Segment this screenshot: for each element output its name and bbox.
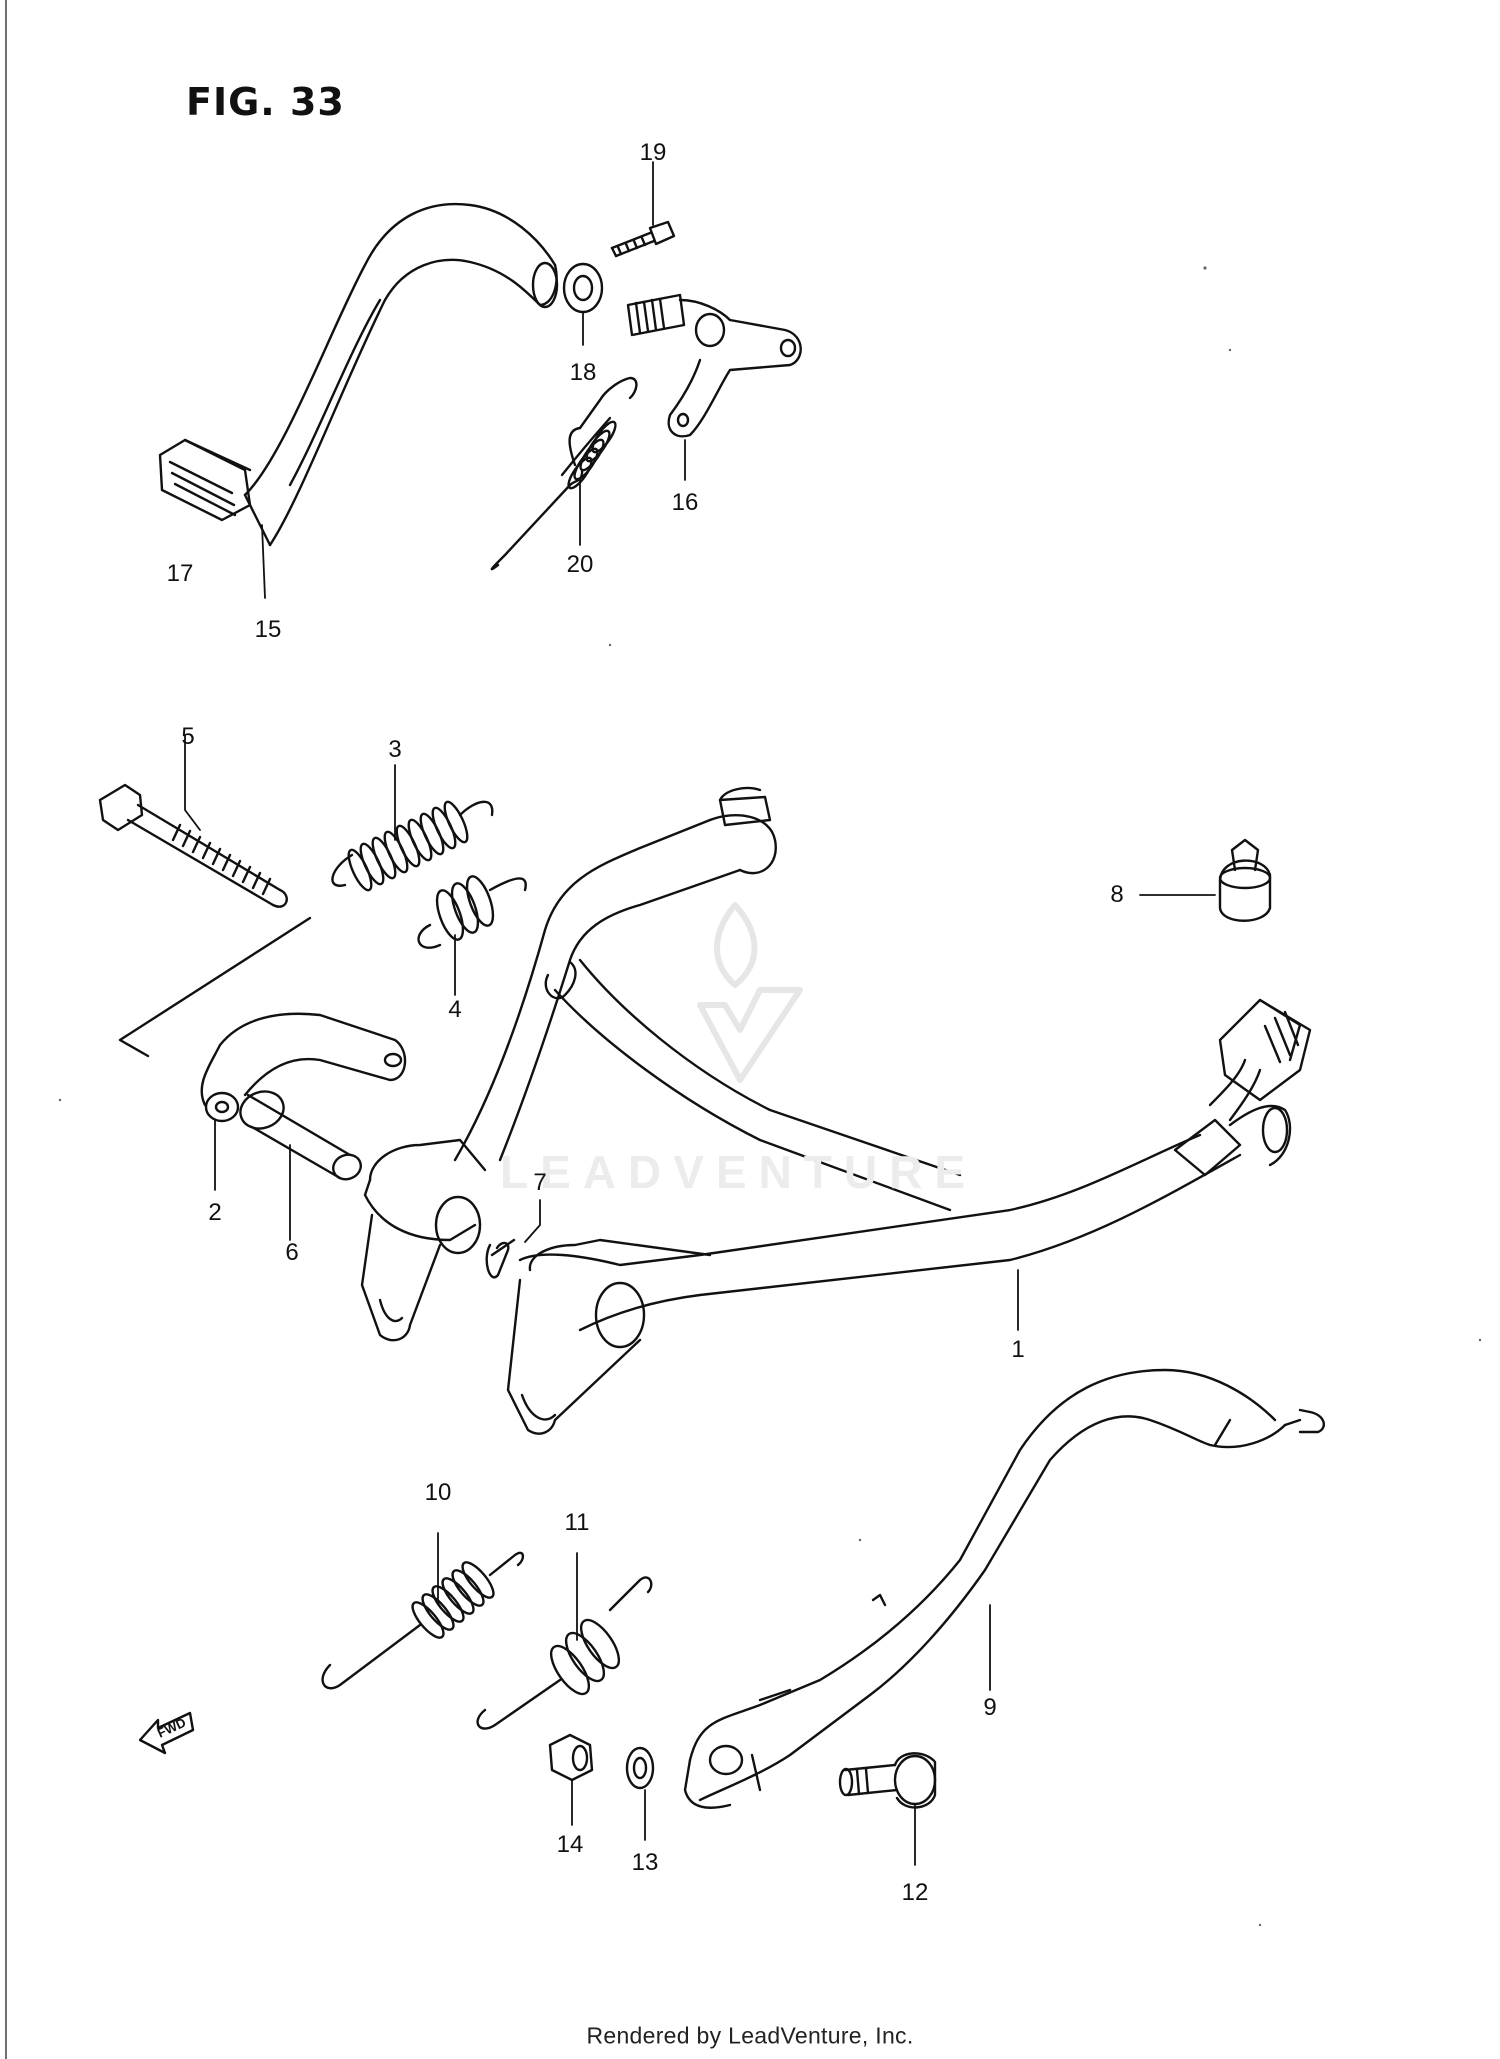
callout-1: 1	[1011, 1336, 1025, 1363]
callout-14: 14	[556, 1831, 584, 1858]
part-18-washer	[562, 262, 604, 314]
part-15-brake-pedal	[243, 202, 559, 547]
callout-4: 4	[448, 996, 462, 1023]
part-1-main-stand	[360, 786, 1312, 1435]
callout-8: 8	[1110, 881, 1124, 908]
part-4-spring	[417, 875, 527, 949]
part-16-pivot-arm	[626, 293, 802, 438]
callout-3: 3	[388, 736, 402, 763]
part-3-spring	[331, 800, 494, 892]
part-17-pedal-rubber	[158, 438, 252, 522]
footer-credit: Rendered by LeadVenture, Inc.	[586, 2022, 914, 2049]
part-12-pivot-bolt	[838, 1752, 937, 1809]
figure-title: FIG. 33	[186, 80, 345, 124]
part-7-clip	[485, 1238, 516, 1279]
fwd-arrow-icon: FWD	[138, 1711, 195, 1755]
callout-20: 20	[566, 551, 594, 578]
leader-lines	[184, 161, 1216, 1866]
callout-13: 13	[631, 1849, 659, 1876]
callout-19: 19	[639, 139, 667, 166]
callout-11: 11	[564, 1509, 590, 1536]
callout-5: 5	[181, 723, 195, 750]
part-13-washer	[625, 1746, 655, 1790]
part-10-spring	[321, 1551, 525, 1690]
callout-2: 2	[208, 1199, 222, 1226]
part-20-spring	[490, 376, 638, 571]
callout-12: 12	[901, 1879, 929, 1906]
callout-9: 9	[983, 1694, 997, 1721]
callout-17: 17	[166, 560, 194, 587]
watermark-logo	[697, 902, 803, 1083]
callout-7: 7	[533, 1169, 547, 1196]
part-6-collar	[239, 1090, 362, 1181]
part-5-long-bolt	[98, 783, 288, 908]
callout-16: 16	[671, 489, 699, 516]
watermark-text: LEADVENTURE	[500, 1146, 978, 1198]
bolt-5-leader-line	[118, 916, 312, 1058]
callout-10: 10	[424, 1479, 452, 1506]
part-8-stopper	[1218, 838, 1272, 922]
callout-18: 18	[569, 359, 597, 386]
part-9-side-stand	[683, 1368, 1326, 1809]
callout-6: 6	[285, 1239, 299, 1266]
part-19-bolt	[610, 220, 676, 258]
part-14-nut	[548, 1733, 594, 1782]
part-2-bracket	[200, 1012, 407, 1123]
scan-specks	[58, 266, 1482, 1927]
part-11-spring	[476, 1576, 653, 1730]
callout-15: 15	[254, 616, 282, 643]
